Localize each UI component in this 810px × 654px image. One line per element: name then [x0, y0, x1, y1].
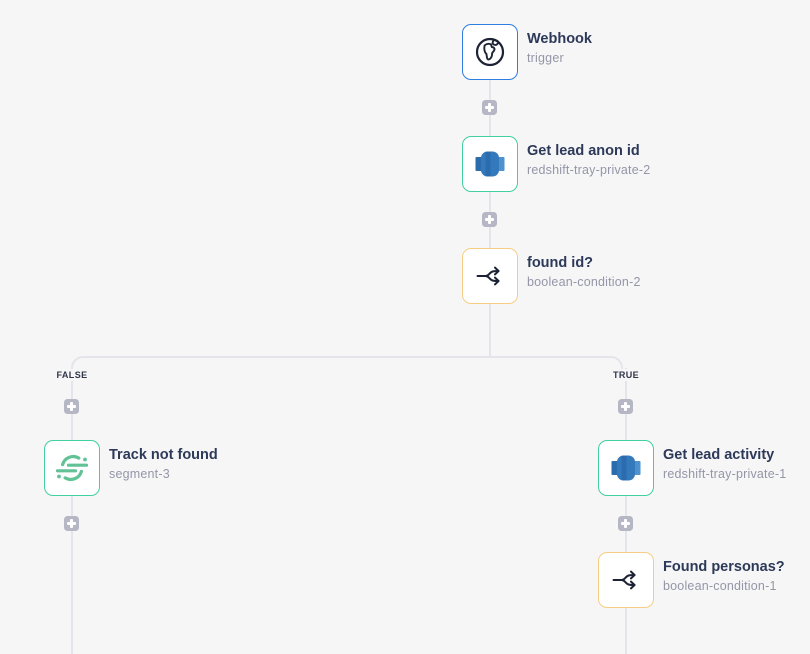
- node-get-lead-activity[interactable]: Get lead activity redshift-tray-private-…: [598, 440, 786, 496]
- segment-icon: [55, 454, 89, 482]
- globe-icon: [475, 37, 505, 67]
- node-title: Get lead anon id: [527, 143, 640, 159]
- plus-icon: [618, 516, 633, 531]
- branch-label-false: FALSE: [53, 369, 91, 381]
- node-webhook[interactable]: Webhook trigger: [462, 24, 592, 80]
- add-step-button[interactable]: [482, 100, 497, 115]
- node-title: Get lead activity: [663, 447, 775, 463]
- branch-connector: [71, 356, 623, 370]
- node-subtitle: boolean-condition-1: [663, 579, 777, 593]
- connector-true-branch: [625, 368, 627, 654]
- branch-fork-icon: [612, 570, 636, 590]
- node-icon-box[interactable]: [462, 136, 518, 192]
- plus-icon: [482, 212, 497, 227]
- plus-icon: [64, 399, 79, 414]
- redshift-icon: [475, 151, 505, 177]
- node-title: Webhook: [527, 31, 592, 47]
- node-found-personas-condition[interactable]: Found personas? boolean-condition-1: [598, 552, 785, 608]
- node-icon-box[interactable]: [598, 440, 654, 496]
- branch-fork-icon: [476, 266, 500, 286]
- plus-icon: [618, 399, 633, 414]
- branch-label-true: TRUE: [609, 369, 643, 381]
- node-subtitle: trigger: [527, 51, 564, 65]
- connector-false-branch: [71, 368, 73, 654]
- node-title: Found personas?: [663, 559, 785, 575]
- add-step-button[interactable]: [64, 399, 79, 414]
- node-subtitle: redshift-tray-private-1: [663, 467, 787, 481]
- add-step-button[interactable]: [618, 516, 633, 531]
- node-icon-box[interactable]: [462, 248, 518, 304]
- node-icon-box[interactable]: [598, 552, 654, 608]
- plus-icon: [64, 516, 79, 531]
- node-subtitle: boolean-condition-2: [527, 275, 641, 289]
- plus-icon: [482, 100, 497, 115]
- node-title: found id?: [527, 255, 594, 271]
- node-subtitle: segment-3: [109, 467, 170, 481]
- node-found-id-condition[interactable]: found id? boolean-condition-2: [462, 248, 641, 304]
- node-get-lead-anon-id[interactable]: Get lead anon id redshift-tray-private-2: [462, 136, 650, 192]
- node-track-not-found[interactable]: Track not found segment-3: [44, 440, 218, 496]
- node-icon-box[interactable]: [44, 440, 100, 496]
- add-step-button[interactable]: [482, 212, 497, 227]
- node-title: Track not found: [109, 447, 218, 463]
- node-subtitle: redshift-tray-private-2: [527, 163, 651, 177]
- node-icon-box[interactable]: [462, 24, 518, 80]
- redshift-icon: [611, 455, 641, 481]
- add-step-button[interactable]: [64, 516, 79, 531]
- add-step-button[interactable]: [618, 399, 633, 414]
